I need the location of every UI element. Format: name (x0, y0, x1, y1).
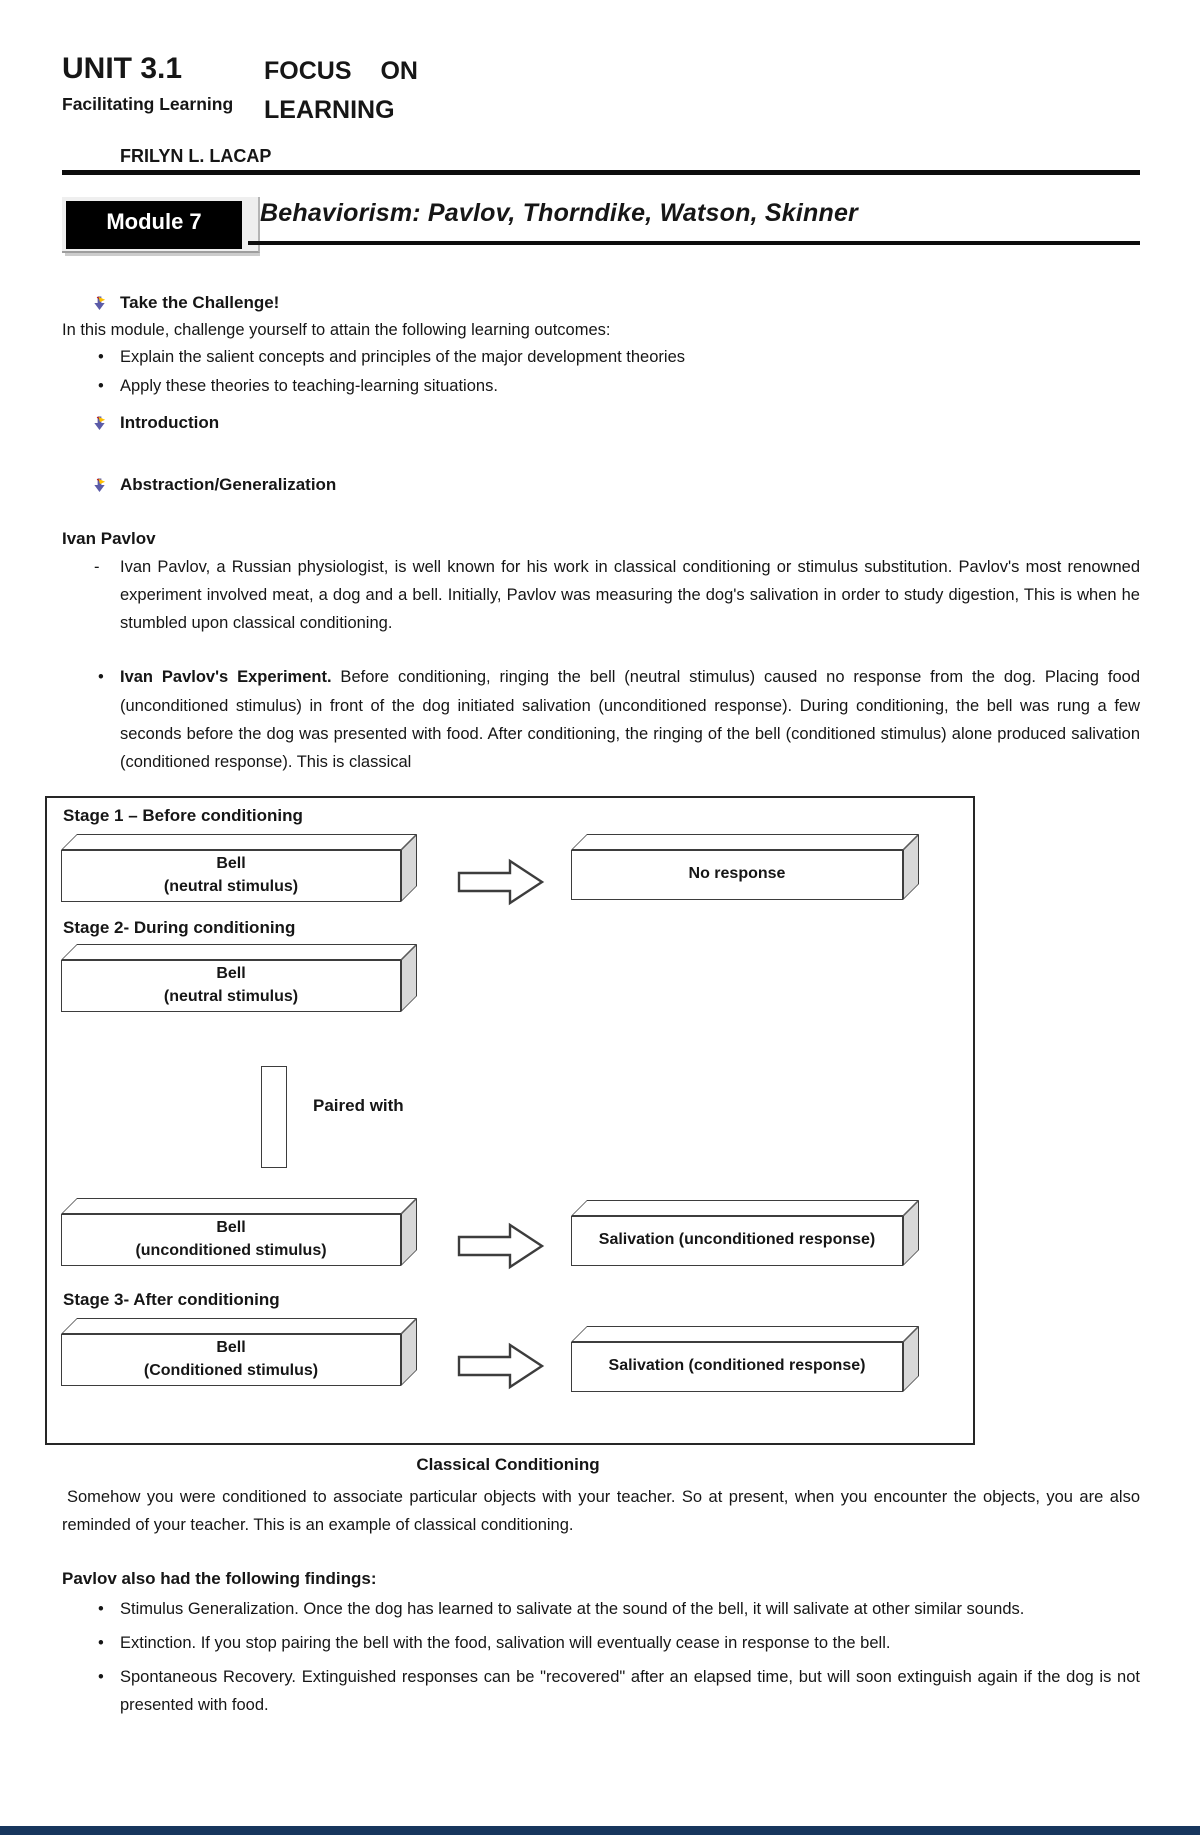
arrow-bullet-icon (92, 477, 107, 493)
finding-item: • Stimulus Generalization. Once the dog … (62, 1595, 1140, 1623)
findings-heading: Pavlov also had the following findings: (62, 1568, 377, 1588)
experiment-body: Before conditioning, ringing the bell (n… (120, 668, 1140, 771)
pavlov-bio-text: Ivan Pavlov, a Russian physiologist, is … (120, 558, 1140, 633)
finding-text: Extinction. If you stop pairing the bell… (120, 1633, 891, 1652)
stage3-label: Stage 3- After conditioning (63, 1289, 280, 1309)
outcome-item: • Explain the salient concepts and princ… (62, 346, 1140, 370)
cuboid-top-face (61, 833, 417, 850)
stage2-label: Stage 2- During conditioning (63, 917, 296, 937)
unit-subtitle: Facilitating Learning (62, 94, 234, 114)
arrow-bullet-icon (92, 295, 107, 311)
pavlov-bio-item: - Ivan Pavlov, a Russian physiologist, i… (62, 553, 1140, 637)
arrow-right-icon (457, 1222, 545, 1269)
module-title: Behaviorism: Pavlov, Thorndike, Watson, … (260, 198, 858, 227)
bullet-glyph: • (98, 668, 104, 687)
outcome-text: Apply these theories to teaching-learnin… (120, 377, 498, 396)
arrow-bullet-icon (92, 415, 107, 431)
diagram-caption: Classical Conditioning (416, 1454, 600, 1474)
cuboid-front-face: Salivation (unconditioned response) (571, 1215, 903, 1266)
take-the-challenge-label: Take the Challenge! (120, 292, 280, 312)
dash-glyph: - (94, 558, 100, 577)
header-divider (62, 169, 1140, 175)
bullet-glyph: • (98, 1599, 104, 1618)
cuboid-top-face (61, 1317, 417, 1334)
pavlov-experiment-item: • Ivan Pavlov's Experiment. Before condi… (62, 663, 1140, 775)
arrow-right-icon (457, 858, 545, 905)
classical-conditioning-diagram: Stage 1 – Before conditioning Bell (neut… (45, 795, 975, 1445)
cuboid-front-face: Bell (neutral stimulus) (61, 959, 401, 1012)
bullet-glyph: • (98, 377, 104, 396)
author-name: FRILYN L. LACAP (120, 145, 272, 166)
introduction-label: Introduction (120, 413, 220, 433)
module-label-frame: Module 7 (62, 196, 260, 253)
course-title-line1: FOCUS ON (264, 57, 418, 85)
bullet-glyph: • (98, 1633, 104, 1652)
cuboid-front-face: Salivation (conditioned response) (571, 1341, 903, 1392)
cuboid-top-face (61, 1197, 417, 1214)
take-the-challenge-heading: Take the Challenge! (92, 293, 1140, 313)
challenge-intro: In this module, challenge yourself to at… (62, 320, 611, 339)
bullet-glyph: • (98, 1667, 104, 1686)
somehow-paragraph: Somehow you were conditioned to associat… (62, 1487, 1140, 1534)
finding-text: Stimulus Generalization. Once the dog ha… (120, 1599, 1025, 1618)
finding-item: • Extinction. If you stop pairing the be… (62, 1629, 1140, 1657)
ivan-pavlov-heading: Ivan Pavlov (62, 529, 156, 549)
cuboid-top-face (571, 833, 919, 850)
module-label: Module 7 (66, 200, 242, 249)
course-title-line2: LEARNING (264, 95, 395, 124)
cuboid-front-face: Bell (neutral stimulus) (61, 849, 401, 902)
module-frame-shadow (65, 252, 260, 256)
document-header: UNIT 3.1 Facilitating Learning FOCUS ON … (62, 0, 1140, 130)
bullet-glyph: • (98, 347, 104, 366)
module-banner: Module 7 Behaviorism: Pavlov, Thorndike,… (62, 196, 1140, 269)
finding-item: • Spontaneous Recovery. Extinguished res… (62, 1663, 1140, 1719)
outcome-item: • Apply these theories to teaching-learn… (62, 375, 1140, 399)
introduction-heading: Introduction (92, 413, 1140, 433)
page-bottom-bar (0, 1826, 1200, 1835)
abstraction-heading: Abstraction/Generalization (92, 475, 1140, 495)
cuboid-top-face (571, 1199, 919, 1216)
arrow-right-icon (457, 1342, 545, 1389)
paired-with-connector (261, 1065, 287, 1168)
cuboid-front-face: Bell (unconditioned stimulus) (61, 1213, 401, 1266)
unit-title: UNIT 3.1 (62, 52, 183, 85)
cuboid-front-face: Bell (Conditioned stimulus) (61, 1333, 401, 1386)
course-title: FOCUS ON LEARNING (264, 52, 418, 130)
cuboid-top-face (571, 1325, 919, 1342)
abstraction-label: Abstraction/Generalization (120, 475, 337, 495)
cuboid-front-face: No response (571, 849, 903, 900)
experiment-lead: Ivan Pavlov's Experiment. (120, 668, 332, 687)
stage1-label: Stage 1 – Before conditioning (63, 805, 303, 825)
module-title-underline (248, 240, 1140, 245)
finding-text: Spontaneous Recovery. Extinguished respo… (120, 1667, 1140, 1714)
outcome-text: Explain the salient concepts and princip… (120, 347, 685, 366)
paired-with-label: Paired with (313, 1095, 404, 1115)
cuboid-top-face (61, 943, 417, 960)
